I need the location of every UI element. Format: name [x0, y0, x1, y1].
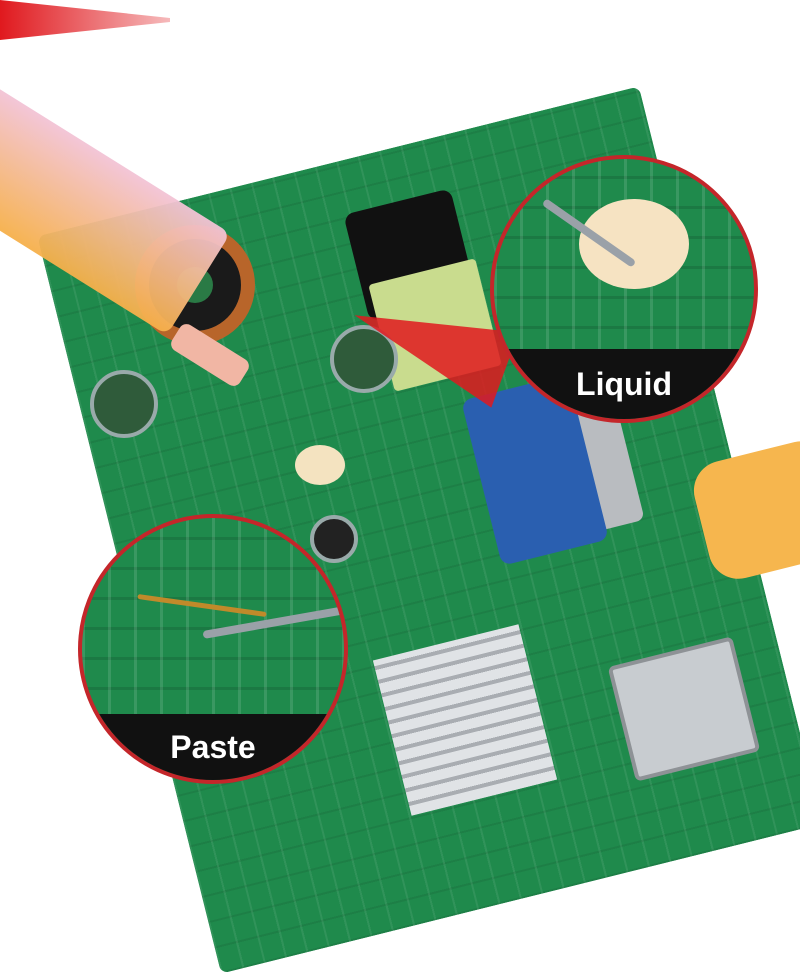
pointer-beam-paste [0, 0, 170, 40]
paste-callout: Paste [78, 514, 348, 784]
flux-blob [295, 445, 345, 485]
liquid-flux-blob [579, 199, 689, 289]
electrolytic-capacitor [330, 325, 398, 393]
paste-trace [137, 593, 267, 618]
electrolytic-capacitor [90, 370, 158, 438]
paste-label: Paste [82, 714, 344, 780]
liquid-label: Liquid [494, 349, 754, 419]
liquid-callout: Liquid [490, 155, 758, 423]
small-inductor [310, 515, 358, 563]
